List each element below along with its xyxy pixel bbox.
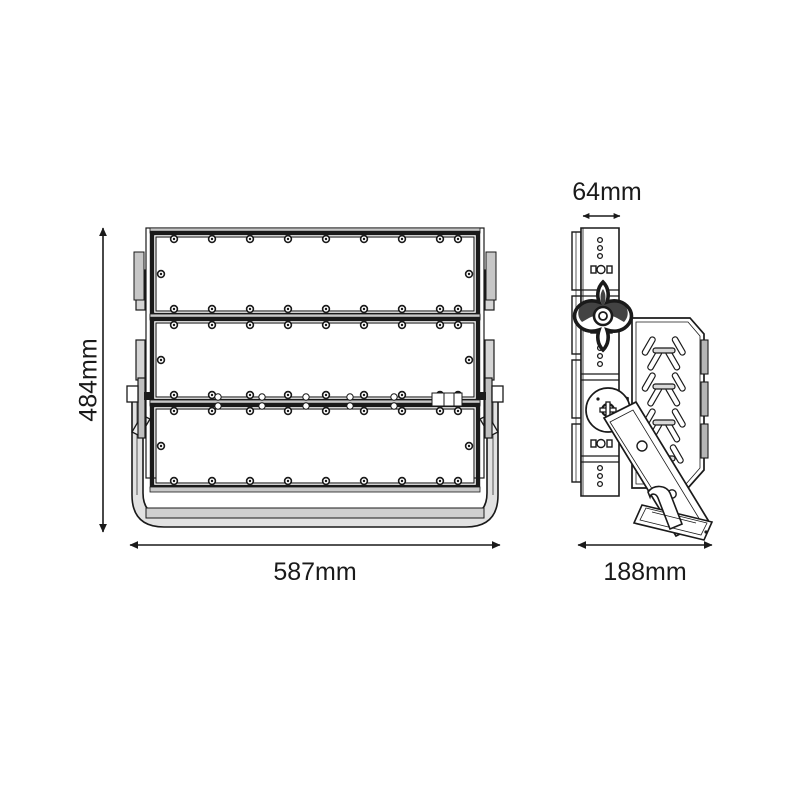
foot-u-slot: [647, 485, 684, 531]
dimension-depth-188mm: 188mm: [577, 541, 713, 586]
depth-top-dimension-label: 64mm: [572, 178, 641, 206]
mid-gap-ports: [214, 392, 463, 410]
dimension-height-484mm: 484mm: [75, 227, 107, 533]
led-module-3: [150, 400, 480, 492]
led-module-2: [150, 314, 480, 406]
front-view: [126, 228, 504, 528]
depth-dimension-label: 188mm: [603, 558, 686, 586]
mounting-foot: [632, 485, 714, 541]
led-module-1: [150, 228, 480, 320]
left-hinge-assembly: [126, 251, 151, 439]
side-view: [571, 227, 714, 541]
right-hinge-assembly: [479, 251, 504, 439]
adjustment-knob[interactable]: [572, 279, 634, 353]
dimension-width-587mm: 587mm: [129, 541, 501, 586]
height-dimension-label: 484mm: [75, 338, 103, 421]
dimension-depth-top-64mm: 64mm: [572, 178, 642, 219]
width-dimension-label: 587mm: [273, 558, 356, 586]
